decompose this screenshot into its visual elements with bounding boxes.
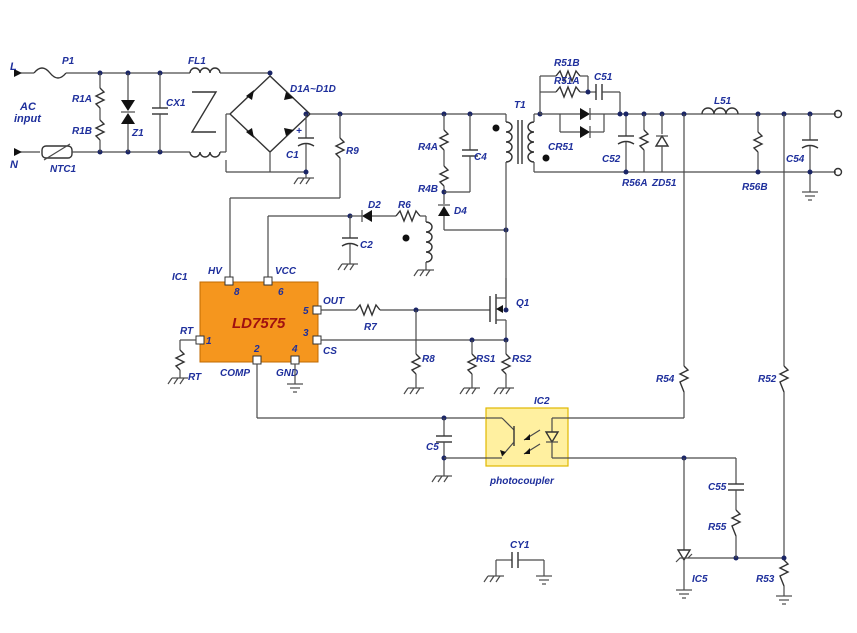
ic5-label: IC5	[692, 574, 708, 585]
cy1-section: CY1	[483, 540, 552, 585]
c51-label: C51	[594, 72, 613, 83]
c5-section: C5	[426, 418, 486, 483]
photocoupler-ic2: IC2 photocoupler	[485, 392, 736, 487]
mosfet-section: R7 Q1 R8 RS1	[321, 278, 532, 395]
ic1-part-label: LD7575	[232, 315, 286, 332]
r55-label: R55	[708, 522, 727, 533]
r9-label: R9	[346, 146, 359, 157]
ic2-ref-label: IC2	[534, 396, 550, 407]
fl1-label: FL1	[188, 56, 206, 67]
photocoupler-caption: photocoupler	[489, 476, 555, 487]
svg-text:+: +	[296, 126, 302, 137]
r4b-label: R4B	[418, 184, 438, 195]
c54-label: C54	[786, 154, 805, 165]
pin-hv-num: 8	[234, 287, 240, 298]
rs1-label: RS1	[476, 354, 496, 365]
d4-label: D4	[454, 206, 467, 217]
q1-label: Q1	[516, 298, 530, 309]
ic1-ref-label: IC1	[172, 272, 188, 283]
l51-label: L51	[714, 96, 732, 107]
pin-comp-name: COMP	[220, 368, 250, 379]
ac-label-line1: AC	[19, 101, 37, 113]
ac-label-line2: input	[14, 113, 42, 125]
r7-label: R7	[364, 322, 377, 333]
pin-gnd-num: 4	[291, 344, 298, 355]
r8-label: R8	[422, 354, 435, 365]
p1-label: P1	[62, 56, 75, 67]
r4a-label: R4A	[418, 142, 438, 153]
rs2-label: RS2	[512, 354, 532, 365]
cx1-label: CX1	[166, 98, 186, 109]
output-positive-terminal	[833, 109, 843, 119]
c4-label: C4	[474, 152, 487, 163]
cy1-label: CY1	[510, 540, 530, 551]
pin-rt-name: RT	[180, 326, 194, 337]
c55-label: C55	[708, 482, 727, 493]
cr51-label: CR51	[548, 142, 574, 153]
r1b-label: R1B	[72, 126, 92, 137]
pin-cs-name: CS	[323, 346, 337, 357]
zd51-label: ZD51	[651, 178, 677, 189]
pin-out-name: OUT	[323, 296, 345, 307]
pin-rt-num: 1	[206, 336, 212, 347]
ic1-controller: LD7575 IC1 HV VCC OUT CS RT COMP GND 8 6…	[172, 266, 345, 379]
c1-label: C1	[286, 150, 299, 161]
vcc-aux-section: D2 R6 C2	[267, 200, 434, 278]
bulk-capacitor-section: + C1 R9	[229, 111, 359, 278]
pin-comp-num: 2	[253, 344, 260, 355]
ntc1-label: NTC1	[50, 164, 77, 175]
c52-label: C52	[602, 154, 621, 165]
c5-label: C5	[426, 442, 439, 453]
line-terminal-label: L	[10, 61, 17, 73]
r51a-label: R51A	[554, 76, 580, 87]
d1-label: D1A~D1D	[290, 84, 336, 95]
pin-hv-name: HV	[208, 266, 223, 277]
pin-vcc-name: VCC	[275, 266, 297, 277]
output-filter: C52 R56A ZD51 L51 R56B	[602, 96, 843, 366]
output-negative-terminal	[833, 167, 843, 177]
r54-label: R54	[656, 374, 675, 385]
t1-label: T1	[514, 100, 526, 111]
r1a-label: R1A	[72, 94, 92, 105]
c2-label: C2	[360, 240, 373, 251]
pin-gnd-name: GND	[276, 368, 298, 379]
pin-out-num: 5	[303, 306, 309, 317]
pin-cs-num: 3	[303, 328, 309, 339]
r56b-label: R56B	[742, 182, 768, 193]
output-rectifier: R51B R51A C51 CR51	[537, 58, 836, 153]
feedback-network: R54 R52 IC5 C55 R55 R53	[656, 365, 792, 605]
r56a-label: R56A	[622, 178, 648, 189]
z1-label: Z1	[131, 128, 144, 139]
r53-label: R53	[756, 574, 775, 585]
r52-label: R52	[758, 374, 777, 385]
d2-label: D2	[368, 200, 381, 211]
r51b-label: R51B	[554, 58, 580, 69]
ac-input-section: L P1 N NTC1 AC input R1A R1B Z1	[10, 56, 270, 175]
neutral-terminal-label: N	[10, 159, 19, 171]
ic1-peripherals: RT	[167, 339, 486, 421]
r6-label: R6	[398, 200, 411, 211]
snubber-section: R4A R4B C4 D4	[418, 111, 509, 233]
pin-vcc-num: 6	[278, 287, 284, 298]
rt-resistor-label: RT	[188, 372, 202, 383]
